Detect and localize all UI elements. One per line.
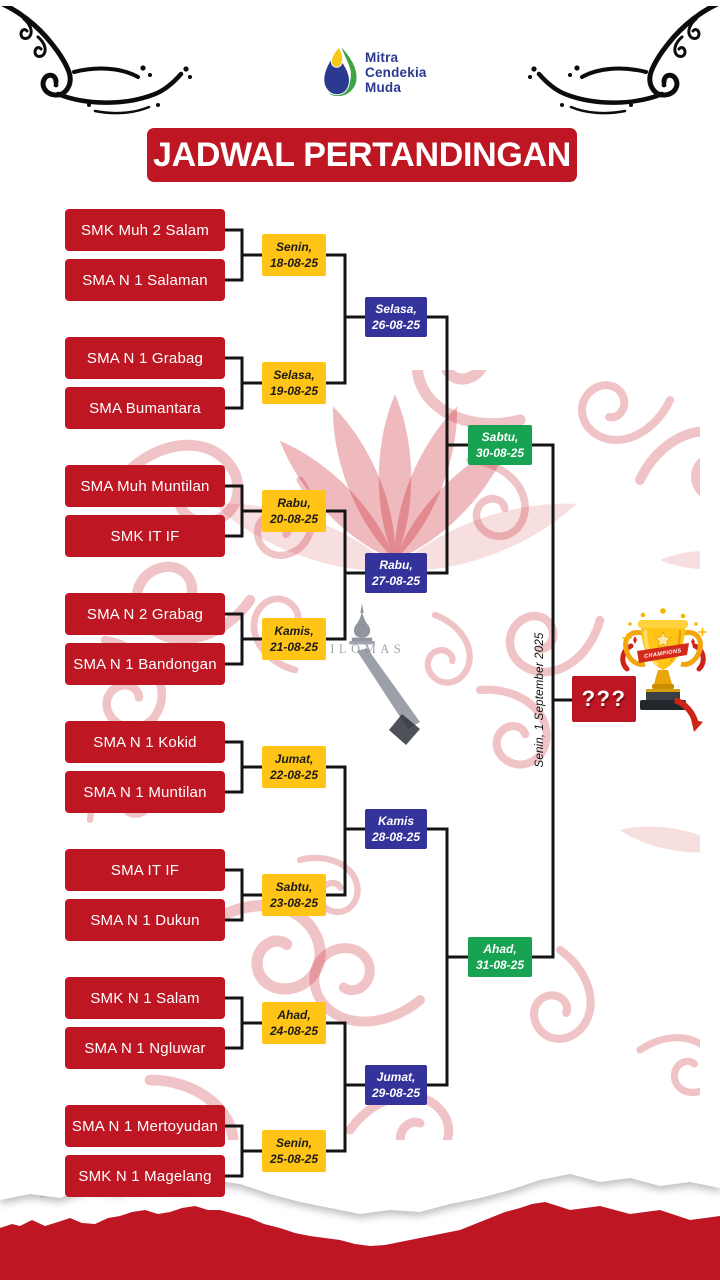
match-date-round1: Senin, 25-08-25	[262, 1130, 326, 1172]
champion-box: ???	[572, 676, 636, 722]
match-day: Selasa,	[273, 368, 315, 382]
match-day: Kamis	[377, 814, 415, 828]
team-box: SMA N 1 Grabag	[65, 337, 225, 379]
team-name: SMA N 1 Mertoyudan	[71, 1117, 219, 1135]
logo-text-line: Muda	[365, 80, 402, 95]
logo-text-line: Mitra	[365, 50, 399, 65]
logo: Mitra Cendekia Muda	[320, 44, 427, 98]
match-date: 22-08-25	[269, 768, 319, 782]
team-box: SMA N 1 Dukun	[65, 899, 225, 941]
match-day: Ahad,	[483, 942, 517, 956]
team-box: SMA N 2 Grabag	[65, 593, 225, 635]
keris-silhouette	[357, 648, 420, 745]
match-date-round1: Kamis, 21-08-25	[262, 618, 326, 660]
corner-flourish-right	[528, 6, 720, 115]
match-date-round1: Selasa, 19-08-25	[262, 362, 326, 404]
watermark-text: SILOMAS	[319, 642, 405, 656]
team-box: SMA N 1 Ngluwar	[65, 1027, 225, 1069]
match-date-quarterfinal: Selasa, 26-08-25	[365, 297, 427, 337]
team-name: SMA N 2 Grabag	[86, 605, 204, 623]
team-box: SMA N 1 Salaman	[65, 259, 225, 301]
match-date: 20-08-25	[269, 512, 319, 526]
team-name: SMK N 1 Magelang	[78, 1167, 212, 1185]
match-day: Rabu,	[277, 496, 311, 510]
team-name: SMK N 1 Salam	[90, 989, 200, 1007]
match-day: Senin,	[275, 240, 312, 254]
match-day: Sabtu,	[275, 880, 313, 894]
logo-drop-icon	[323, 45, 358, 98]
match-day: Selasa,	[375, 302, 417, 316]
team-box: SMK Muh 2 Salam	[65, 209, 225, 251]
team-box: SMA N 1 Muntilan	[65, 771, 225, 813]
match-day: Senin,	[275, 1136, 312, 1150]
match-date: 23-08-25	[269, 896, 319, 910]
trophy-ribbon-text: CHAMPIONS	[644, 648, 682, 660]
match-date-quarterfinal: Kamis 28-08-25	[365, 809, 427, 849]
team-box: SMA Bumantara	[65, 387, 225, 429]
watermark-emblem: SILOMAS	[319, 603, 420, 745]
stupa-silhouette	[349, 603, 375, 645]
corner-flourish-left	[0, 6, 192, 115]
match-day: Rabu,	[379, 558, 413, 572]
team-name: SMA IT IF	[110, 861, 180, 879]
match-date-round1: Rabu, 20-08-25	[262, 490, 326, 532]
match-date-round1: Jumat, 22-08-25	[262, 746, 326, 788]
team-box: SMA IT IF	[65, 849, 225, 891]
team-box: SMK N 1 Salam	[65, 977, 225, 1019]
match-date: 21-08-25	[269, 640, 319, 654]
team-name: SMK IT IF	[110, 527, 180, 545]
champion-placeholder: ???	[581, 686, 627, 711]
team-name: SMA N 1 Dukun	[90, 911, 200, 929]
match-date: 25-08-25	[269, 1152, 319, 1166]
team-name: SMA N 1 Salaman	[82, 271, 208, 289]
team-box: SMA N 1 Bandongan	[65, 643, 225, 685]
team-name: SMA N 1 Kokid	[93, 733, 197, 751]
team-box: SMK N 1 Magelang	[65, 1155, 225, 1197]
match-date: 31-08-25	[475, 958, 525, 972]
team-box: SMA Muh Muntilan	[65, 465, 225, 507]
match-day: Kamis,	[274, 624, 314, 638]
team-box: SMK IT IF	[65, 515, 225, 557]
team-name: SMA N 1 Bandongan	[73, 655, 217, 673]
match-date: 18-08-25	[269, 256, 319, 270]
match-date: 19-08-25	[269, 384, 319, 398]
trophy-icon: CHAMPIONS	[620, 608, 707, 732]
team-name: SMA N 1 Muntilan	[83, 783, 207, 801]
team-box: SMA N 1 Mertoyudan	[65, 1105, 225, 1147]
match-date: 29-08-25	[371, 1086, 421, 1100]
page-title: JADWAL PERTANDINGAN	[152, 135, 572, 174]
team-name: SMA N 1 Grabag	[86, 349, 204, 367]
match-day: Jumat,	[376, 1070, 416, 1084]
match-day: Sabtu,	[481, 430, 519, 444]
match-date-round1: Senin, 18-08-25	[262, 234, 326, 276]
match-day: Jumat,	[274, 752, 314, 766]
watermark-ornament: SILOMAS	[40, 370, 700, 1214]
logo-text: Mitra Cendekia Muda	[365, 44, 427, 95]
match-date-semifinal: Ahad, 31-08-25	[468, 937, 532, 977]
match-date-round1: Ahad, 24-08-25	[262, 1002, 326, 1044]
match-date: 30-08-25	[475, 446, 525, 460]
match-date-semifinal: Sabtu, 30-08-25	[468, 425, 532, 465]
match-date-quarterfinal: Jumat, 29-08-25	[365, 1065, 427, 1105]
team-name: SMA Muh Muntilan	[80, 477, 210, 495]
title-banner: JADWAL PERTANDINGAN	[147, 128, 577, 182]
team-name: SMA N 1 Ngluwar	[84, 1039, 206, 1057]
match-date: 27-08-25	[371, 574, 421, 588]
final-date-label: Senin, 1 September 2025	[534, 632, 546, 768]
team-name: SMK Muh 2 Salam	[80, 221, 210, 239]
logo-text-line: Cendekia	[365, 65, 427, 80]
match-date: 24-08-25	[269, 1024, 319, 1038]
match-date-quarterfinal: Rabu, 27-08-25	[365, 553, 427, 593]
match-date-round1: Sabtu, 23-08-25	[262, 874, 326, 916]
match-date: 28-08-25	[371, 830, 421, 844]
team-name: SMA Bumantara	[89, 399, 201, 417]
team-box: SMA N 1 Kokid	[65, 721, 225, 763]
match-day: Ahad,	[277, 1008, 311, 1022]
match-date: 26-08-25	[371, 318, 421, 332]
